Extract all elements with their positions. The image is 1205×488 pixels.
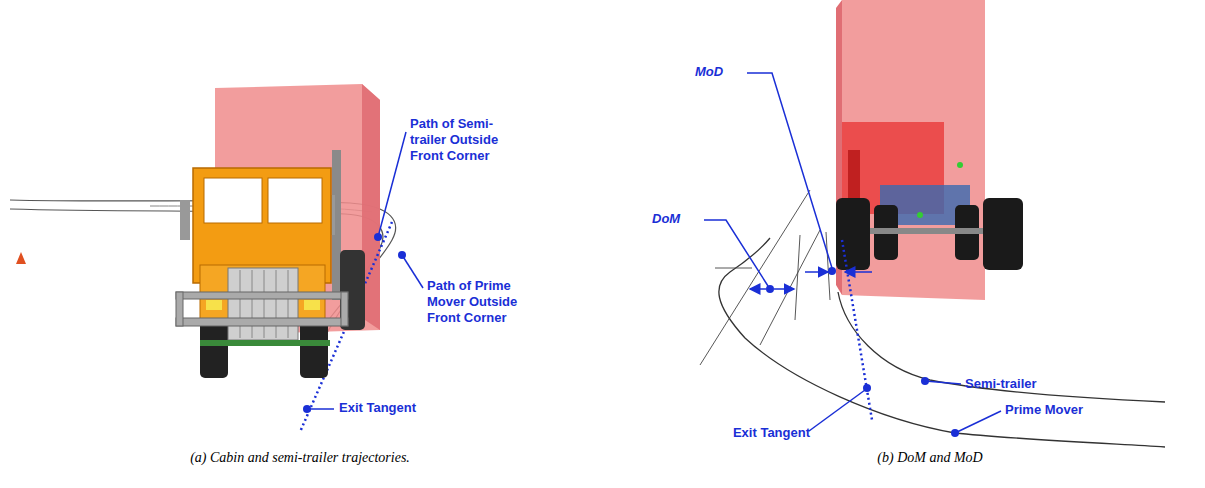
- exit-tangent-line: [842, 240, 872, 420]
- callout-label: Path of Semi-trailer Outside Front Corne…: [410, 116, 520, 164]
- headlight: [206, 300, 222, 310]
- dimension-arrow: [774, 288, 794, 290]
- construction-line: [700, 190, 810, 365]
- leader-line: [704, 220, 768, 286]
- subfigure-caption: (a) Cabin and semi-trailer trajectories.: [150, 450, 450, 466]
- leader-dot: [303, 405, 311, 413]
- panel-b-art: [700, 0, 1165, 447]
- leader-dot: [951, 429, 959, 437]
- callout-label: Exit Tangent: [700, 425, 810, 441]
- truck-wheel: [836, 198, 870, 270]
- leader-dot: [828, 267, 836, 275]
- construction-line: [760, 230, 820, 345]
- truck-wheel: [200, 318, 228, 378]
- leader-dot: [921, 377, 929, 385]
- leader-line: [809, 390, 865, 431]
- dimension-arrow: [845, 271, 872, 273]
- semi-trailer-path: [838, 292, 1165, 402]
- leader-line: [307, 408, 334, 410]
- leader-line: [747, 73, 832, 268]
- callout-label: Exit Tangent: [339, 400, 459, 416]
- truck-wheel: [983, 198, 1023, 270]
- leader-dot: [766, 285, 774, 293]
- dimension-arrow: [805, 271, 828, 273]
- construction-line: [795, 235, 800, 320]
- leader-line: [955, 411, 1001, 433]
- prime-mover-path: [719, 238, 1165, 447]
- leader-dot: [374, 233, 382, 241]
- chassis-part: [200, 340, 330, 346]
- dimension-arrow: [750, 288, 766, 290]
- dimension-label: MoD: [695, 64, 745, 80]
- leader-line: [925, 381, 961, 384]
- callout-label: Path of Prime Mover Outside Front Corner: [427, 278, 537, 326]
- axle: [870, 228, 983, 234]
- construction-line: [826, 232, 830, 300]
- cabin-window: [204, 178, 262, 223]
- dimension-label: DoM: [652, 211, 702, 227]
- bull-bar: [176, 318, 348, 326]
- traffic-cone: [16, 252, 26, 264]
- panel-a-art: [10, 84, 423, 432]
- leader-dot: [398, 251, 406, 259]
- truck-wheel: [340, 250, 365, 330]
- cabin-window: [268, 178, 322, 223]
- leader-dot: [863, 384, 871, 392]
- truck-wheel: [300, 318, 328, 378]
- truck-mirror: [180, 200, 190, 240]
- leader-line: [402, 255, 423, 288]
- truck-grille: [228, 268, 298, 340]
- construction-line: [715, 268, 752, 269]
- leader-line: [378, 132, 406, 237]
- callout-label: Semi-trailer: [965, 376, 1085, 392]
- subfigure-caption: (b) DoM and MoD: [820, 450, 1040, 466]
- headlight: [304, 300, 320, 310]
- callout-label: Prime Mover: [1005, 402, 1125, 418]
- bull-bar: [176, 292, 348, 299]
